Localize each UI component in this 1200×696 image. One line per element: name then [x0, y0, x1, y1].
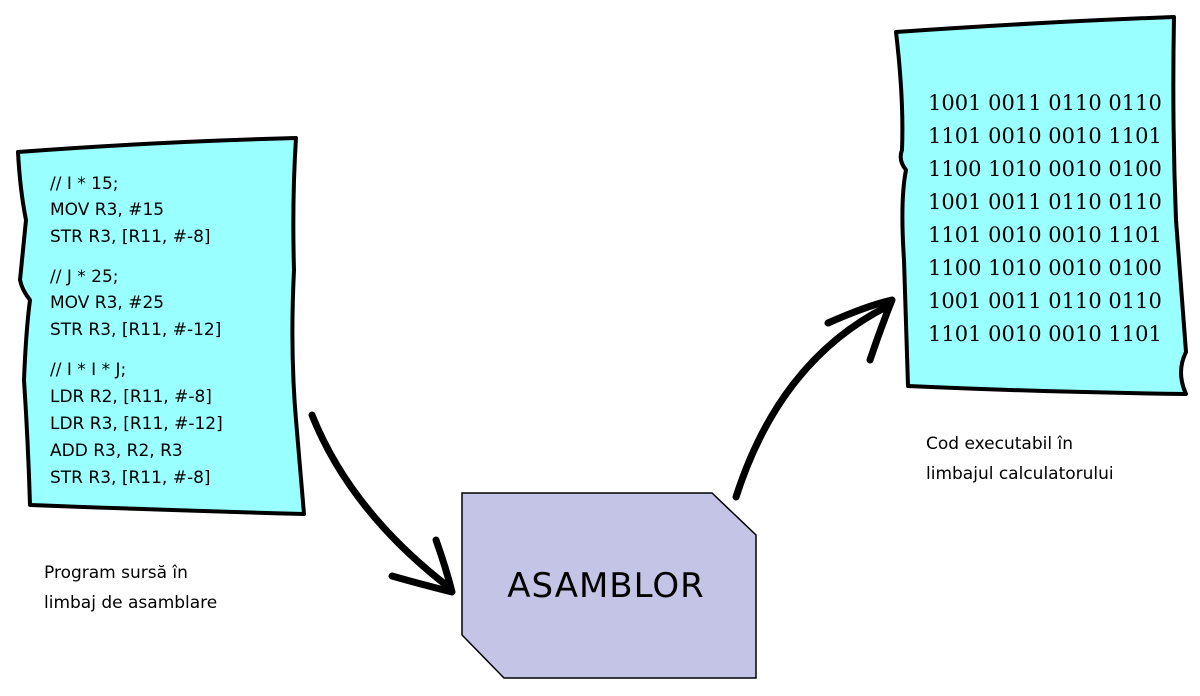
caption-line: limbaj de asamblare — [44, 593, 218, 613]
source-program-caption: Program sursă în limbaj de asamblare — [44, 558, 217, 618]
caption-line: Program sursă în — [44, 563, 188, 583]
arrow-to-assembler — [308, 411, 456, 596]
binary-line: 1001 0011 0110 0110 — [928, 190, 1162, 214]
binary-line: 1101 0010 0010 1101 — [928, 322, 1162, 346]
caption-line: limbajul calculatorului — [926, 464, 1114, 484]
caption-line: Cod executabil în — [926, 434, 1073, 454]
code-line: STR R3, [R11, #-8] — [50, 227, 211, 247]
code-line: MOV R3, #15 — [50, 200, 164, 220]
code-line: LDR R3, [R11, #-12] — [50, 414, 223, 434]
code-line: ADD R3, R2, R3 — [50, 441, 183, 461]
code-line: MOV R3, #25 — [50, 293, 164, 313]
code-line: // I * 15; — [50, 174, 119, 194]
code-line: // J * 25; — [50, 267, 119, 287]
assembler-box — [461, 492, 757, 679]
binary-line: 1100 1010 0010 0100 — [928, 157, 1162, 181]
machine-code-caption: Cod executabil în limbajul calculatorulu… — [926, 429, 1114, 489]
code-line: STR R3, [R11, #-8] — [50, 468, 211, 488]
code-line: // I * I * J; — [50, 360, 126, 380]
binary-line: 1001 0011 0110 0110 — [928, 289, 1162, 313]
source-program-paper — [16, 136, 306, 516]
binary-line: 1101 0010 0010 1101 — [928, 223, 1162, 247]
binary-line: 1101 0010 0010 1101 — [928, 124, 1162, 148]
code-line: STR R3, [R11, #-12] — [50, 320, 221, 340]
source-program-code: // I * 15; MOV R3, #15 STR R3, [R11, #-8… — [50, 174, 223, 488]
arrow-to-machine-code — [732, 296, 896, 501]
binary-line: 1100 1010 0010 0100 — [928, 256, 1162, 280]
assembler-label: ASAMBLOR — [507, 566, 705, 606]
machine-code-lines: 1001 0011 0110 0110 1101 0010 0010 1101 … — [928, 91, 1162, 346]
code-line: LDR R2, [R11, #-8] — [50, 387, 212, 407]
binary-line: 1001 0011 0110 0110 — [928, 91, 1162, 115]
machine-code-paper — [894, 15, 1188, 396]
